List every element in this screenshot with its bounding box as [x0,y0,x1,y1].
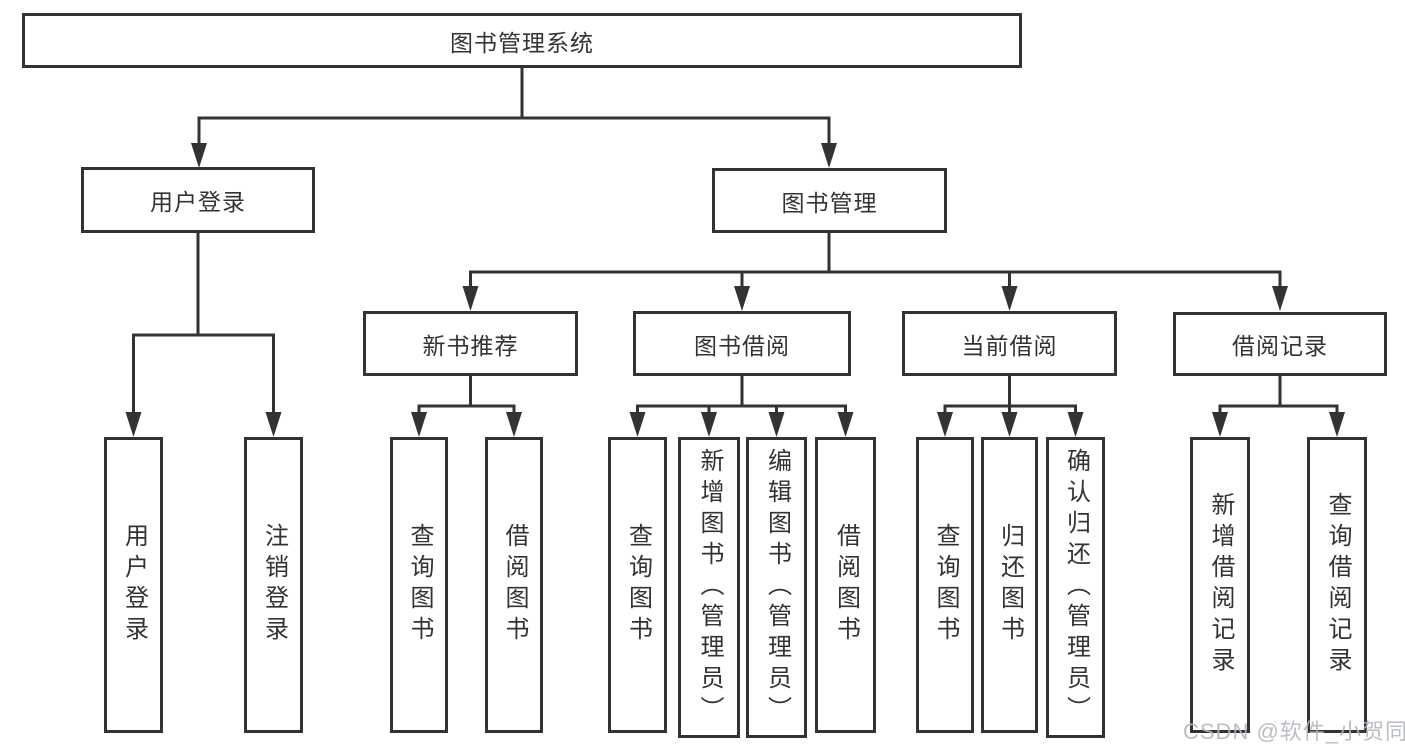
connector-borrow-records-branch [1212,376,1345,437]
arrowhead-down [191,143,207,168]
node-label: 归还图书 [996,523,1024,647]
node-label: 图书借阅 [694,332,790,359]
arrowhead-down [629,412,646,437]
node-label: 确认归还（管理员） [1062,448,1090,727]
connector-line [1218,404,1339,414]
arrowhead-down [1212,412,1228,437]
leaf-current-query-books: 查询图书 [916,437,974,733]
node-borrow-records: 借阅记录 [1173,312,1387,376]
leaf-logout: 注销登录 [244,437,303,733]
node-label: 查询借阅记录 [1324,492,1351,678]
leaf-borrowing-edit-books-admin: 编辑图书（管理员） [746,437,807,738]
leaf-borrowing-query-books: 查询图书 [608,437,667,733]
connector-book-mgmt-branch [462,233,1288,311]
arrowhead-down [1329,412,1345,437]
node-current-borrowing: 当前借阅 [902,311,1117,376]
connector-line [197,116,831,145]
node-label: 用户登录 [120,523,148,647]
node-label: 新增借阅记录 [1207,492,1234,678]
node-label: 新书推荐 [422,332,519,359]
arrowhead-down [1001,286,1018,311]
node-label: 借阅图书 [832,523,860,647]
node-label: 图书管理 [781,189,878,216]
node-new-book-recommend: 新书推荐 [363,311,578,376]
leaf-records-add-borrow-record: 新增借阅记录 [1190,437,1250,733]
node-label: 用户登录 [150,189,246,215]
node-label: 编辑图书（管理员） [763,448,791,727]
node-label: 图书管理系统 [450,29,594,56]
csdn-watermark: CSDN @软件_小贺同学 [1183,719,1405,744]
leaf-recommend-query-books: 查询图书 [390,437,448,733]
connector-user-login-branch [125,233,282,437]
leaf-current-confirm-return-admin: 确认归还（管理员） [1046,437,1105,738]
arrowhead-down [1272,286,1288,311]
node-label: 借阅图书 [501,523,528,647]
node-label: 查询图书 [406,523,433,647]
connector-line [132,333,275,414]
arrowhead-down [734,286,750,311]
arrowhead-down [506,412,522,437]
node-label: 查询图书 [624,523,652,647]
node-label: 当前借阅 [961,332,1058,359]
node-label: 借阅记录 [1232,333,1328,359]
arrowhead-down [768,412,785,437]
connector-line [469,270,1282,288]
arrowhead-down [411,412,427,437]
arrowhead-down [462,286,479,311]
leaf-current-return-books: 归还图书 [981,437,1038,733]
connector-line [636,404,847,414]
node-label: 注销登录 [260,523,288,647]
arrowhead-down [701,412,717,437]
node-library-management-system: 图书管理系统 [22,13,1022,68]
connector-root-to-level2 [191,68,837,168]
node-label: 查询图书 [932,523,959,647]
node-label: 新增图书（管理员） [696,448,723,727]
node-user-login: 用户登录 [81,167,315,233]
connector-current-borrow-branch [937,376,1084,437]
connector-line [943,404,1077,414]
connector-line [417,404,516,414]
connector-new-book-rec-branch [411,376,522,437]
node-book-management: 图书管理 [712,168,947,233]
node-book-borrowing: 图书借阅 [633,311,851,376]
leaf-user-login: 用户登录 [104,437,163,733]
arrowhead-down [265,412,282,437]
arrowhead-down [1001,412,1018,437]
connector-book-borrow-branch [629,376,854,437]
arrowhead-down [821,143,837,168]
arrowhead-down [125,412,142,437]
leaf-borrowing-add-books-admin: 新增图书（管理员） [678,437,740,738]
leaf-records-query-borrow-record: 查询借阅记录 [1307,437,1367,733]
arrowhead-down [837,412,854,437]
leaf-borrowing-borrow-books: 借阅图书 [815,437,876,733]
arrowhead-down [1067,412,1084,437]
arrowhead-down [937,412,953,437]
leaf-recommend-borrow-books: 借阅图书 [485,437,543,733]
